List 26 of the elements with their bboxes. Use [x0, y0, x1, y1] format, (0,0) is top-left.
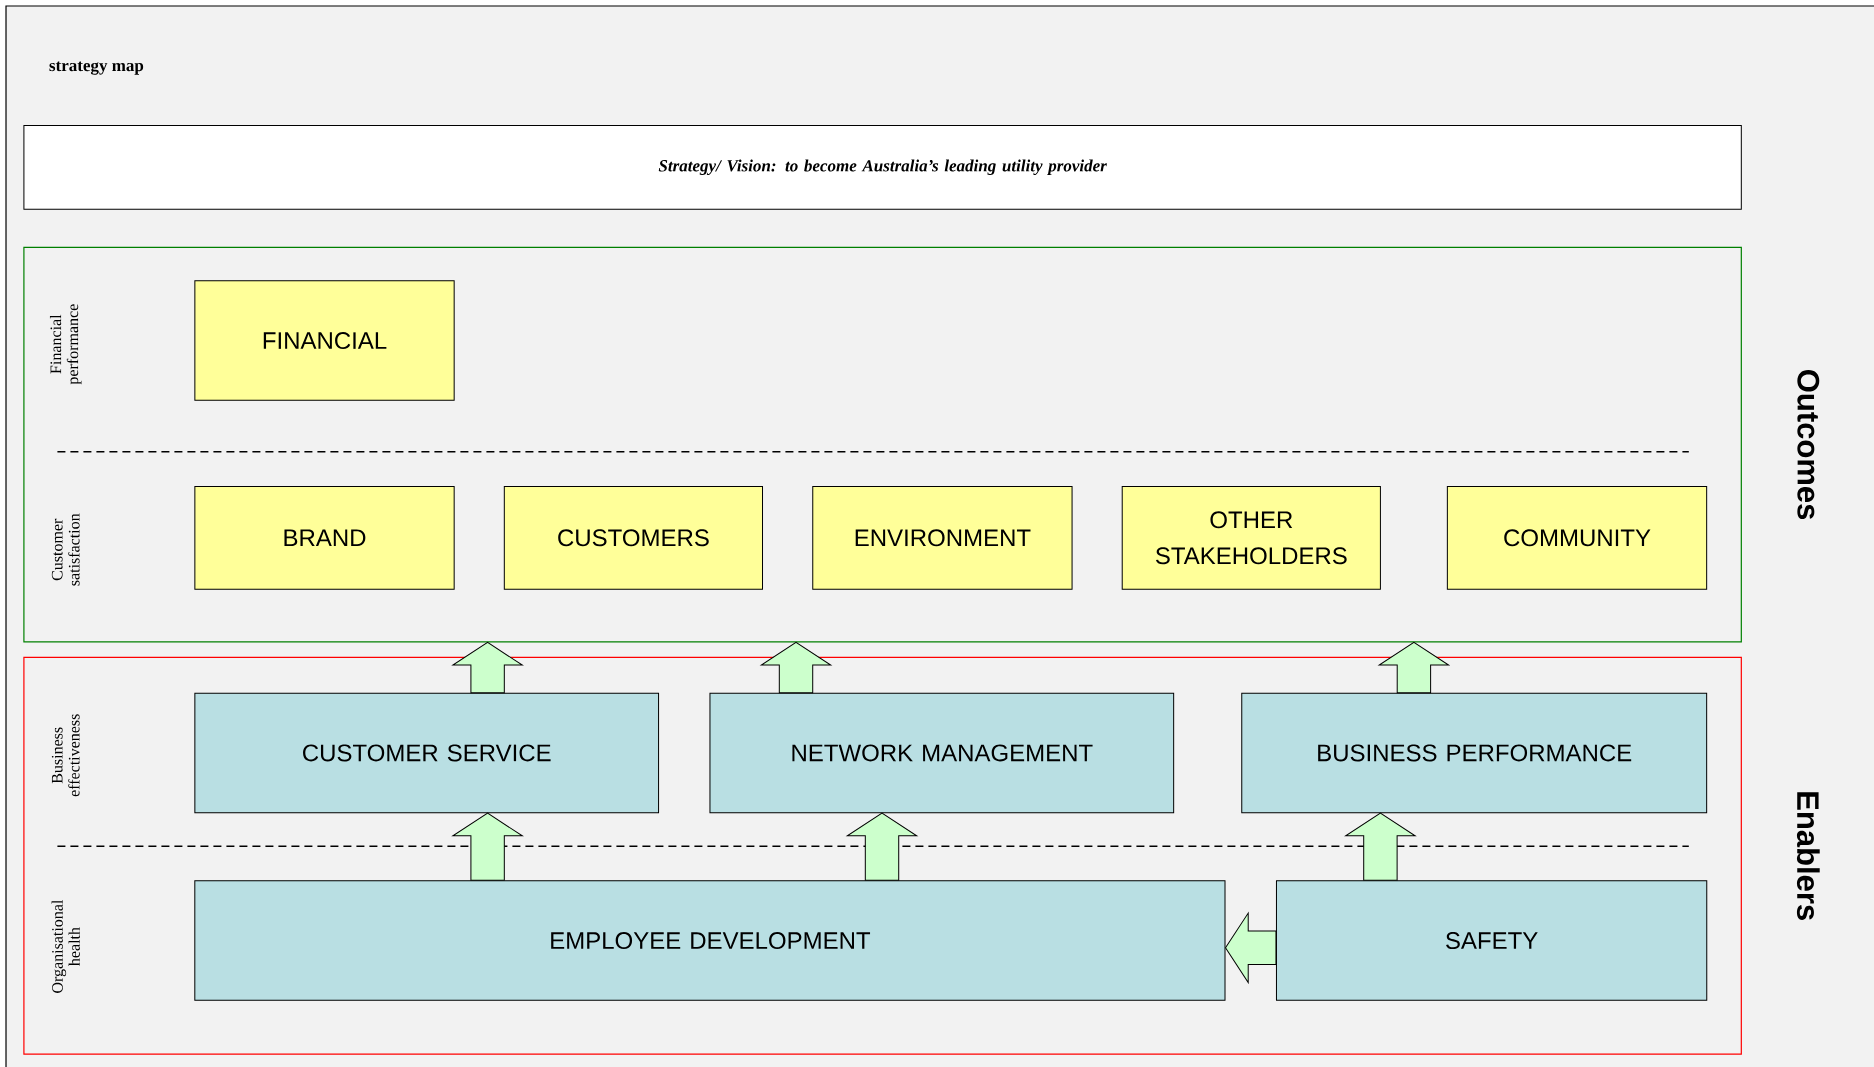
block-arrow: [1345, 812, 1416, 881]
outcome-box: BRAND: [194, 485, 455, 590]
outcome-box: ENVIRONMENT: [812, 485, 1073, 590]
block-arrow: [1378, 641, 1450, 694]
row-label: Business effectiveness: [51, 714, 80, 797]
outcome-box: COMMUNITY: [1446, 485, 1708, 590]
block-arrow: [452, 812, 523, 881]
enabler-box: CUSTOMER SERVICE: [194, 692, 660, 814]
block-arrow: [452, 641, 523, 694]
enabler-box: EMPLOYEE DEVELOPMENT: [194, 880, 1226, 1001]
enabler-box: BUSINESS PERFORMANCE: [1241, 692, 1708, 814]
block-arrow: [760, 641, 832, 694]
outcome-box: FINANCIAL: [194, 280, 455, 401]
block-arrow: [1225, 912, 1277, 983]
row-label: Customer satisfaction: [51, 513, 80, 586]
node-label: Enablers: [1796, 792, 1820, 920]
vision-box: Strategy/ Vision: to become Australia’s leading utility provider: [23, 124, 1742, 210]
title: strategy map: [49, 61, 144, 75]
outcome-box: OTHER STAKEHOLDERS: [1121, 485, 1381, 590]
node-label: Outcomes: [1797, 370, 1820, 520]
row-label: Financial performance: [49, 304, 82, 385]
block-arrow: [846, 812, 918, 881]
row-label: Organisational health: [51, 899, 80, 993]
enabler-box: NETWORK MANAGEMENT: [709, 692, 1175, 814]
outcome-box: CUSTOMERS: [503, 485, 763, 590]
enabler-box: SAFETY: [1275, 880, 1708, 1001]
